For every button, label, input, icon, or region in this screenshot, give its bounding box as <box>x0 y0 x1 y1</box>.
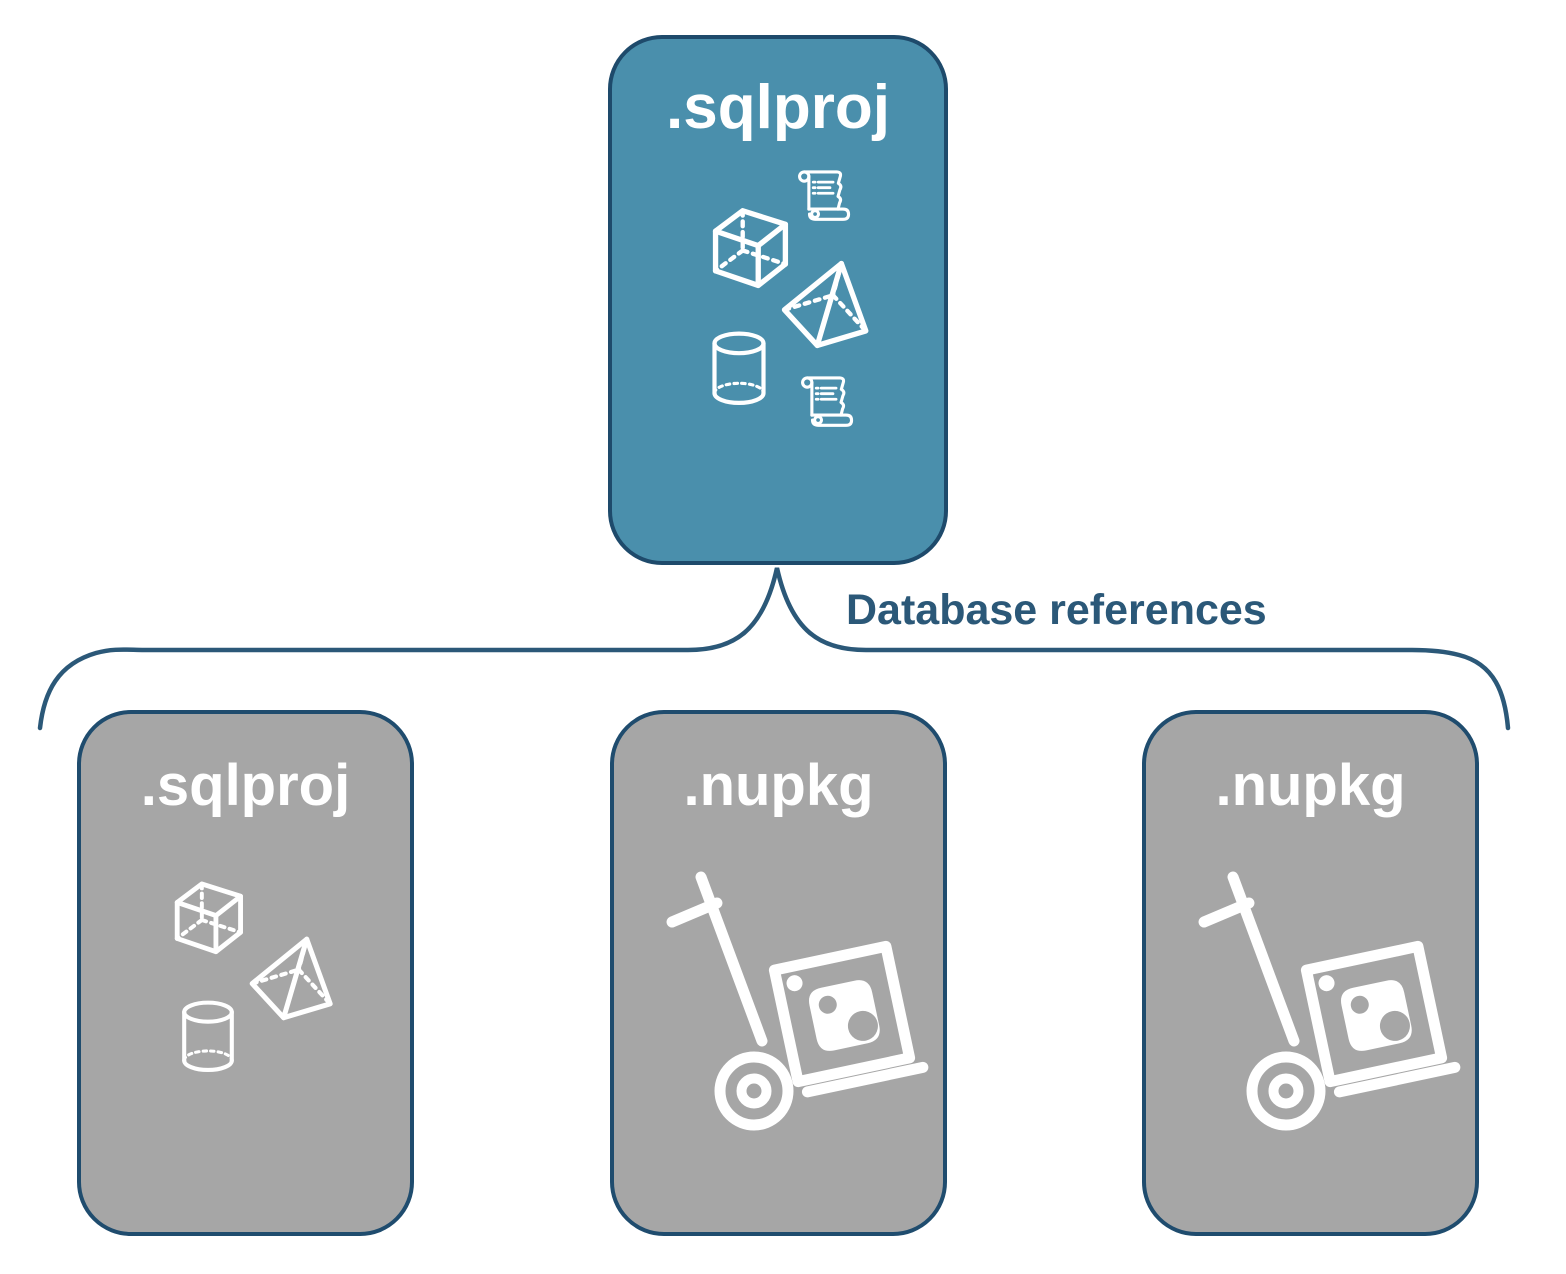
cube-icon <box>164 876 252 964</box>
node-title: .sqlproj <box>140 753 351 818</box>
node-root-sqlproj: .sqlproj <box>608 35 948 565</box>
node-child-nupkg: .nupkg <box>610 710 947 1236</box>
package-dolly-icon <box>644 859 934 1159</box>
cylinder-icon <box>704 322 774 418</box>
pyramid-icon <box>238 926 346 1030</box>
node-title: .nupkg <box>1215 753 1406 818</box>
node-child-sqlproj: .sqlproj <box>77 710 414 1236</box>
edge-label: Database references <box>846 586 1267 634</box>
node-child-nupkg: .nupkg <box>1142 710 1479 1236</box>
node-title: .nupkg <box>683 753 874 818</box>
script-scroll-icon <box>798 170 851 221</box>
package-dolly-icon <box>1176 859 1466 1159</box>
cylinder-icon <box>174 994 242 1082</box>
node-title: .sqlproj <box>666 73 890 142</box>
pyramid-icon <box>770 250 882 359</box>
script-scroll-icon <box>801 376 854 427</box>
